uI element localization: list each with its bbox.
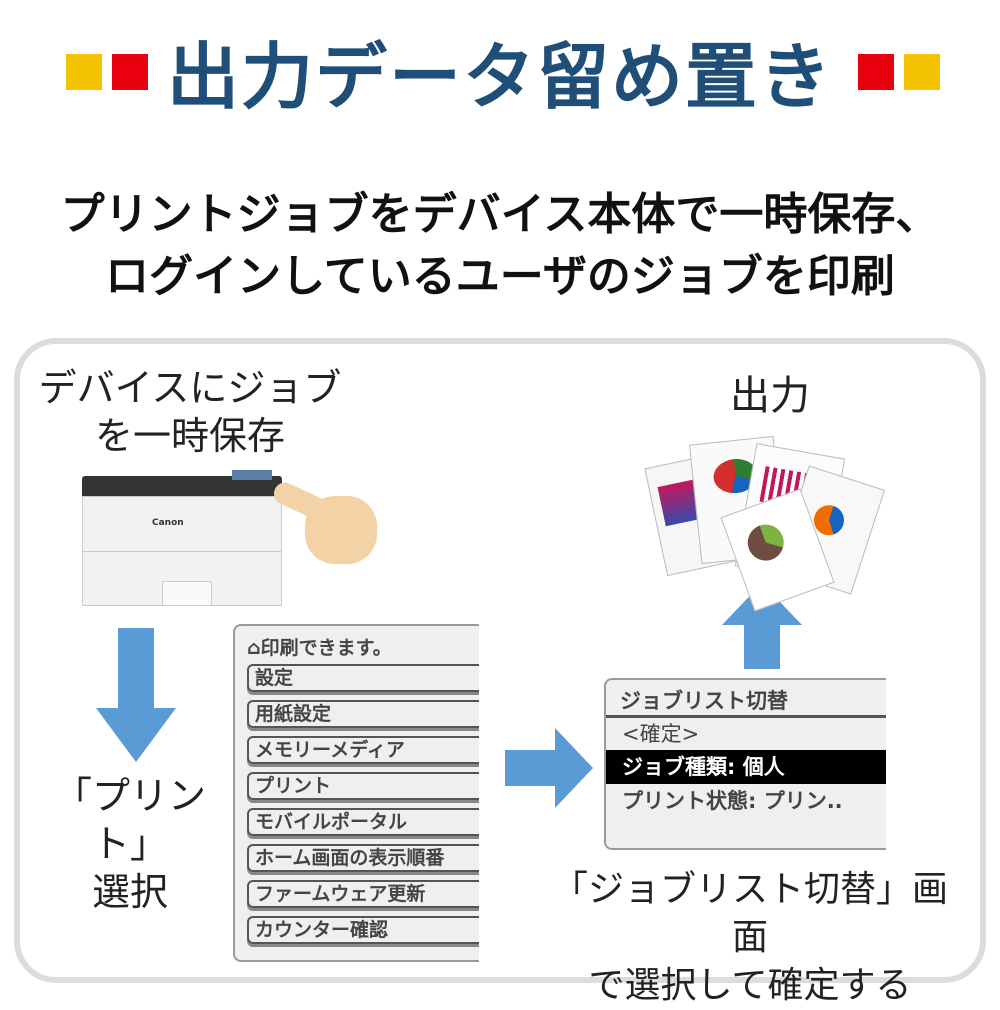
print-status-option[interactable]: プリント状態: プリン.. (622, 789, 843, 813)
menu-item[interactable]: ファームウェア更新 (247, 880, 479, 908)
step1-label: デバイスにジョブ を一時保存 (30, 364, 350, 460)
right-arrow-icon (505, 728, 593, 808)
job-type-option-selected[interactable]: ジョブ種類: 個人 (606, 750, 886, 784)
caption-line2: で選択して確定する (588, 965, 912, 1006)
menu-item[interactable]: メモリーメディア (247, 736, 479, 764)
step1-line2: を一時保存 (94, 414, 285, 458)
job-list-screen: ジョブリスト切替 <確定> ジョブ種類: 個人 プリント状態: プリン.. (604, 678, 886, 850)
diagram-frame (14, 338, 986, 983)
output-label: 出力 (730, 373, 810, 419)
menu-header: ⌂印刷できます。 (235, 632, 479, 664)
confirm-option[interactable]: <確定> (622, 722, 700, 746)
menu-item[interactable]: モバイルポータル (247, 808, 479, 836)
menu-item[interactable]: ホーム画面の表示順番 (247, 844, 479, 872)
menu-item[interactable]: 用紙設定 (247, 700, 479, 728)
printer-image: Canon (82, 470, 282, 606)
menu-item[interactable]: 設定 (247, 664, 479, 692)
yellow-square-decor (904, 54, 940, 90)
menu-screen: ⌂印刷できます。 設定 用紙設定 メモリーメディア プリント モバイルポータル … (233, 624, 479, 962)
page-title: 出力データ留め置き (166, 35, 833, 119)
caption-line1: 「ジョブリスト切替」画面 (551, 869, 948, 958)
menu-item[interactable]: カウンター確認 (247, 916, 479, 944)
subtitle-line-2: ログインしているユーザのジョブを印刷 (105, 251, 895, 302)
menu-item-print[interactable]: プリント (247, 772, 479, 800)
up-arrow-icon (722, 583, 802, 669)
subtitle-line-1: プリントジョブをデバイス本体で一時保存、 (60, 189, 940, 240)
job-screen-title: ジョブリスト切替 (606, 684, 886, 718)
printed-papers-image (640, 430, 910, 612)
home-icon: ⌂ (247, 637, 261, 659)
step2-line1: 「プリント」 (53, 774, 206, 866)
caption: 「ジョブリスト切替」画面 で選択して確定する (535, 866, 965, 1010)
step2-line2: 選択 (91, 870, 168, 914)
step2-label: 「プリント」 選択 (30, 772, 230, 916)
down-arrow-icon (96, 628, 176, 762)
canon-logo: Canon (152, 518, 184, 528)
hand-icon (270, 478, 380, 568)
red-square-decor (112, 54, 148, 90)
menu-header-text: 印刷できます。 (260, 637, 392, 659)
step1-line1: デバイスにジョブ (38, 366, 342, 410)
red-square-decor (858, 54, 894, 90)
yellow-square-decor (66, 54, 102, 90)
